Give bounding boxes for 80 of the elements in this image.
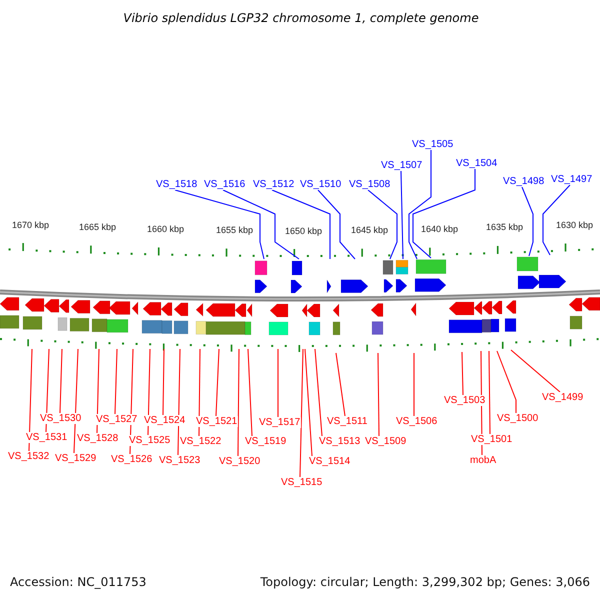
leader-line bbox=[368, 190, 398, 260]
leader-line bbox=[216, 348, 220, 416]
leader-line bbox=[522, 186, 534, 256]
gene-label: VS_1513 bbox=[318, 436, 362, 447]
gene-label: VS_1507 bbox=[380, 160, 424, 171]
gene-label: VS_1503 bbox=[443, 395, 486, 406]
leader-line bbox=[304, 348, 312, 456]
gene-label: VS_1529 bbox=[54, 453, 98, 464]
scale-label: 1670 kbp bbox=[12, 220, 50, 230]
gene-label: VS_1517 bbox=[258, 417, 302, 428]
scale-label: 1635 kbp bbox=[486, 222, 524, 232]
genome-summary-text: Topology: circular; Length: 3,299,302 bp; Genes: 3,066 bbox=[259, 575, 591, 589]
scale-label: 1660 kbp bbox=[147, 224, 184, 234]
leader-line bbox=[408, 150, 432, 260]
gene-label: VS_1527 bbox=[95, 414, 138, 425]
leader-line bbox=[46, 348, 50, 432]
gene-label: VS_1504 bbox=[455, 158, 498, 169]
leader-line bbox=[96, 348, 100, 434]
gene-label: VS_1520 bbox=[218, 456, 262, 467]
gene-label: VS_1518 bbox=[155, 179, 198, 190]
leader-line bbox=[300, 348, 304, 478]
leader-line bbox=[488, 350, 490, 434]
gene-label: VS_1497 bbox=[550, 174, 594, 185]
gene-label: VS_1519 bbox=[244, 436, 288, 447]
gene-label: VS_1525 bbox=[128, 435, 172, 446]
gene-label: VS_1528 bbox=[76, 433, 120, 444]
leader-line bbox=[496, 350, 516, 414]
leader-line bbox=[162, 348, 164, 416]
leader-line bbox=[178, 348, 180, 456]
scale-label: 1640 kbp bbox=[421, 224, 458, 234]
gene-label: VS_1523 bbox=[158, 455, 202, 466]
leader-line bbox=[28, 348, 32, 452]
gene-label: VS_1531 bbox=[25, 432, 68, 443]
leader-line bbox=[378, 352, 380, 436]
gene-label: VS_1508 bbox=[348, 179, 392, 190]
gene-label: VS_1514 bbox=[308, 456, 352, 467]
gene-label: VS_1524 bbox=[143, 415, 186, 426]
leader-line bbox=[248, 348, 252, 436]
leader-line bbox=[60, 348, 62, 414]
leader-line bbox=[318, 190, 356, 260]
leader-line bbox=[174, 190, 264, 260]
gene-label: VS_1499 bbox=[541, 392, 584, 403]
scale-label: 1665 kbp bbox=[79, 222, 116, 232]
leader-line bbox=[314, 348, 322, 436]
leader-line bbox=[462, 352, 464, 396]
gene-label: VS_1515 bbox=[280, 477, 324, 488]
leader-line bbox=[114, 348, 118, 414]
gene-label: VS_1522 bbox=[179, 436, 222, 447]
leader-line bbox=[542, 184, 570, 256]
leader-line bbox=[198, 348, 200, 436]
accession-text: Accession: NC_011753 bbox=[9, 575, 148, 589]
gene-label: VS_1505 bbox=[411, 139, 454, 150]
leader-line bbox=[74, 348, 78, 454]
leader-line bbox=[272, 190, 330, 260]
scale-label: 1630 kbp bbox=[556, 220, 594, 230]
leader-line bbox=[222, 190, 300, 260]
gene-label: VS_1526 bbox=[110, 454, 154, 465]
scale-label: 1655 kbp bbox=[216, 225, 254, 235]
gene-label: mobA bbox=[469, 455, 498, 466]
leader-line bbox=[400, 170, 404, 260]
leader-line bbox=[336, 352, 346, 416]
leader-line bbox=[412, 168, 476, 258]
scale-label: 1645 kbp bbox=[351, 225, 388, 235]
gene-label: VS_1506 bbox=[395, 416, 438, 427]
gene-label: VS_1512 bbox=[252, 179, 296, 190]
title: Vibrio splendidus LGP32 chromosome 1, complete genome bbox=[122, 11, 480, 25]
leader-line bbox=[148, 348, 150, 436]
gene-label: VS_1521 bbox=[195, 416, 238, 427]
gene-label: VS_1498 bbox=[502, 176, 546, 187]
gene-label: VS_1532 bbox=[7, 451, 50, 462]
scale-label: 1650 kbp bbox=[285, 226, 322, 236]
gene-label: VS_1530 bbox=[39, 413, 82, 424]
gene-label: VS_1510 bbox=[299, 179, 342, 190]
leader-line bbox=[510, 350, 560, 392]
gene-label: VS_1501 bbox=[470, 434, 514, 445]
gene-label: VS_1509 bbox=[364, 436, 408, 447]
gene-label: VS_1500 bbox=[496, 413, 540, 424]
gene-label: VS_1516 bbox=[203, 179, 246, 190]
leader-line bbox=[238, 348, 240, 456]
gene-label: VS_1511 bbox=[326, 416, 368, 427]
